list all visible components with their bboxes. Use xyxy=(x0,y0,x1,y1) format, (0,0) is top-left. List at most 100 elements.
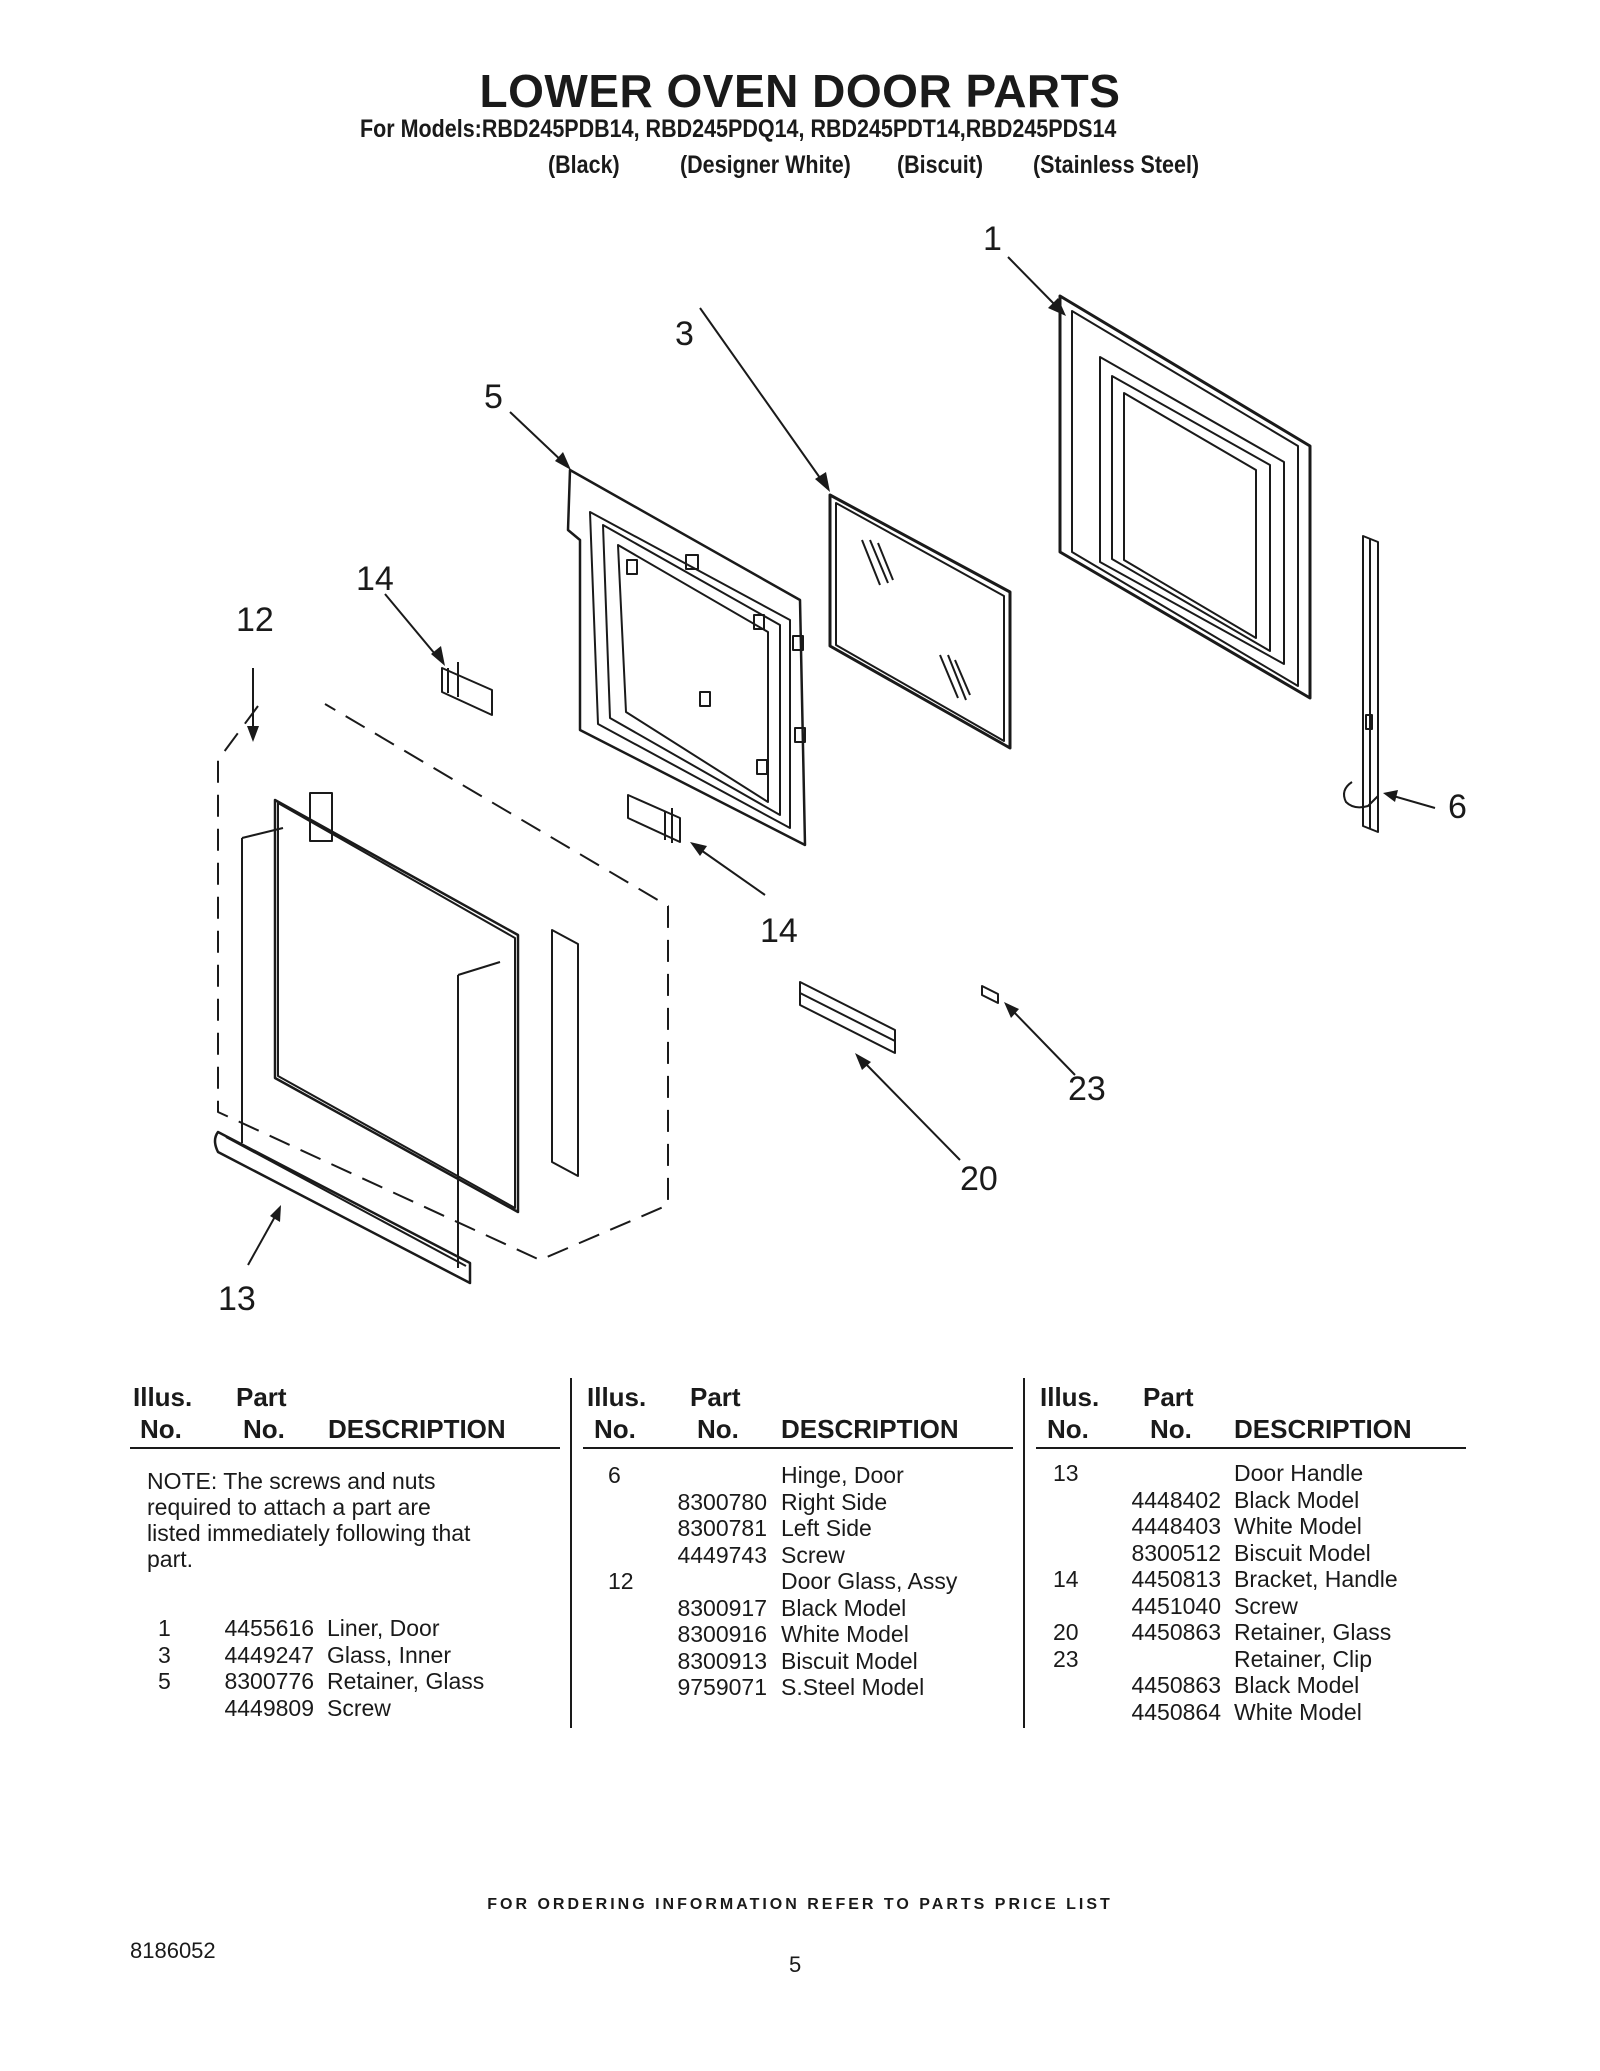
part-description: White Model xyxy=(1234,1698,1362,1725)
part-description: Retainer, Glass xyxy=(1234,1619,1392,1645)
part-number: 4448402 xyxy=(1131,1486,1221,1513)
callout-1: 1 xyxy=(983,220,1002,258)
part-number: 4449247 xyxy=(224,1641,314,1668)
part-number: 4448403 xyxy=(1131,1513,1221,1539)
col2-illus-no-header: No. xyxy=(594,1414,636,1444)
door-liner-part xyxy=(1058,294,1312,700)
color-black: (Black) xyxy=(548,151,620,179)
col2-part-header: Part xyxy=(690,1382,741,1412)
part-description: Retainer, Glass xyxy=(327,1668,485,1694)
callout-13: 13 xyxy=(218,1280,256,1318)
part-description: Screw xyxy=(1234,1592,1298,1619)
part-description: Hinge, Door xyxy=(781,1462,904,1488)
col1-illus-no-header: No. xyxy=(140,1414,182,1444)
col3-illus-no-header: No. xyxy=(1047,1414,1089,1444)
callout-20: 20 xyxy=(960,1160,998,1198)
callout-12: 12 xyxy=(236,601,274,639)
part-number: 4450863 xyxy=(1131,1619,1221,1645)
handle-bracket-part-upper xyxy=(441,662,493,716)
part-description: Bracket, Handle xyxy=(1234,1566,1398,1592)
part-number: 4449809 xyxy=(224,1694,314,1721)
part-description: Left Side xyxy=(781,1515,872,1541)
part-number: 8300512 xyxy=(1131,1539,1221,1566)
col3-description-header: DESCRIPTION xyxy=(1234,1414,1412,1444)
part-description: Door Glass, Assy xyxy=(781,1568,958,1594)
part-number: 8300776 xyxy=(224,1668,314,1694)
door-handle-part xyxy=(213,1130,472,1285)
part-description: Black Model xyxy=(1234,1672,1360,1698)
callout-3: 3 xyxy=(675,315,694,353)
inner-glass-part xyxy=(828,493,1012,750)
col2-header-rule xyxy=(583,1447,1013,1449)
part-number: 4450864 xyxy=(1131,1698,1221,1725)
part-description: Screw xyxy=(327,1694,391,1721)
door-glass-assembly-part xyxy=(217,703,669,1268)
col1-part-header: Part xyxy=(236,1382,287,1412)
illus-number: 20 xyxy=(1053,1619,1079,1645)
callout-6: 6 xyxy=(1448,788,1467,826)
column-separator xyxy=(1023,1378,1025,1728)
part-description: Door Handle xyxy=(1234,1460,1364,1486)
arrow-heads xyxy=(247,298,1398,1222)
part-number: 4449743 xyxy=(677,1541,767,1568)
part-description: Biscuit Model xyxy=(781,1647,918,1674)
part-description: Screw xyxy=(781,1541,845,1568)
glass-retainer-strip-part xyxy=(799,981,896,1054)
col3-part-header: Part xyxy=(1143,1382,1194,1412)
part-description: Black Model xyxy=(781,1594,907,1621)
illus-number: 6 xyxy=(608,1462,621,1488)
page-title: LOWER OVEN DOOR PARTS xyxy=(479,65,1121,117)
col1-illus-header: Illus. xyxy=(133,1382,193,1412)
part-number: 8300780 xyxy=(677,1488,767,1515)
illus-number: 5 xyxy=(158,1668,171,1694)
document-number: 8186052 xyxy=(130,1938,216,1963)
illus-number: 13 xyxy=(1053,1460,1079,1486)
col3-header-rule xyxy=(1036,1447,1466,1449)
part-description: S.Steel Model xyxy=(781,1674,925,1700)
callout-14-lower: 14 xyxy=(760,912,798,950)
part-description: Glass, Inner xyxy=(327,1641,451,1668)
glass-retainer-part xyxy=(566,468,807,847)
part-number: 4450863 xyxy=(1131,1672,1221,1698)
part-number: 8300917 xyxy=(677,1594,767,1621)
door-hinge-part xyxy=(1343,535,1379,833)
column-separator xyxy=(570,1378,572,1728)
part-number: 4455616 xyxy=(224,1615,314,1641)
col2-illus-header: Illus. xyxy=(587,1382,647,1412)
table-note: NOTE: The screws and nuts required to at… xyxy=(147,1468,471,1572)
illus-number: 14 xyxy=(1053,1566,1079,1592)
col3-illus-header: Illus. xyxy=(1040,1382,1100,1412)
part-number: 9759071 xyxy=(677,1674,767,1700)
part-description: Retainer, Clip xyxy=(1234,1645,1373,1672)
color-designer-white: (Designer White) xyxy=(680,151,851,179)
page-number: 5 xyxy=(789,1952,802,1977)
ordering-info: FOR ORDERING INFORMATION REFER TO PARTS … xyxy=(487,1896,1113,1913)
part-number: 4450813 xyxy=(1131,1566,1221,1592)
part-number: 8300781 xyxy=(677,1515,767,1541)
part-description: White Model xyxy=(781,1621,909,1647)
part-description: White Model xyxy=(1234,1513,1362,1539)
illus-number: 3 xyxy=(158,1641,171,1668)
col1-header-rule xyxy=(130,1447,560,1449)
callout-14-upper: 14 xyxy=(356,560,394,598)
callout-23: 23 xyxy=(1068,1070,1106,1108)
col2-part-no-header: No. xyxy=(697,1414,739,1444)
part-description: Black Model xyxy=(1234,1486,1360,1513)
color-stainless-steel: (Stainless Steel) xyxy=(1033,151,1200,179)
part-number: 8300916 xyxy=(677,1621,767,1647)
exploded-parts-diagram xyxy=(213,256,1436,1285)
illus-number: 12 xyxy=(608,1568,634,1594)
retainer-clip-part xyxy=(981,985,999,1004)
callout-5: 5 xyxy=(484,378,503,416)
col1-description-header: DESCRIPTION xyxy=(328,1414,506,1444)
color-biscuit: (Biscuit) xyxy=(897,151,983,179)
part-number: 8300913 xyxy=(677,1647,767,1674)
part-description: Right Side xyxy=(781,1488,888,1515)
illus-number: 1 xyxy=(158,1615,171,1641)
illus-number: 23 xyxy=(1053,1645,1079,1672)
col3-part-no-header: No. xyxy=(1150,1414,1192,1444)
col2-description-header: DESCRIPTION xyxy=(781,1414,959,1444)
leader-arrows xyxy=(247,256,1436,1266)
handle-bracket-part-lower xyxy=(627,794,681,843)
col1-part-no-header: No. xyxy=(243,1414,285,1444)
